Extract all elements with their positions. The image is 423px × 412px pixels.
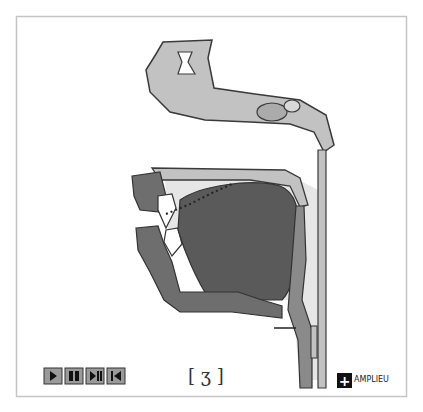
contact-dots xyxy=(166,184,232,214)
larynx-line xyxy=(274,327,296,329)
lower-jaw xyxy=(136,226,282,318)
zoom-label: AMPLIEU xyxy=(354,376,389,384)
zoom-plus: + xyxy=(339,374,351,388)
pause-button xyxy=(65,368,83,384)
nasal-bone xyxy=(178,52,195,74)
pharyngeal-wall xyxy=(318,150,326,388)
zoom-icon xyxy=(337,373,352,388)
upper-teeth xyxy=(158,194,176,228)
nasal-cavity xyxy=(146,40,334,152)
play-button xyxy=(44,368,62,384)
tongue xyxy=(178,183,298,300)
pharynx xyxy=(288,206,312,388)
concha xyxy=(284,100,300,112)
rewind-button xyxy=(107,368,125,384)
step-button xyxy=(86,368,104,384)
phonetic-symbol: [ ʒ ] xyxy=(188,367,224,385)
frame xyxy=(17,17,407,397)
vocal-folds xyxy=(311,326,317,358)
concha xyxy=(257,103,287,121)
